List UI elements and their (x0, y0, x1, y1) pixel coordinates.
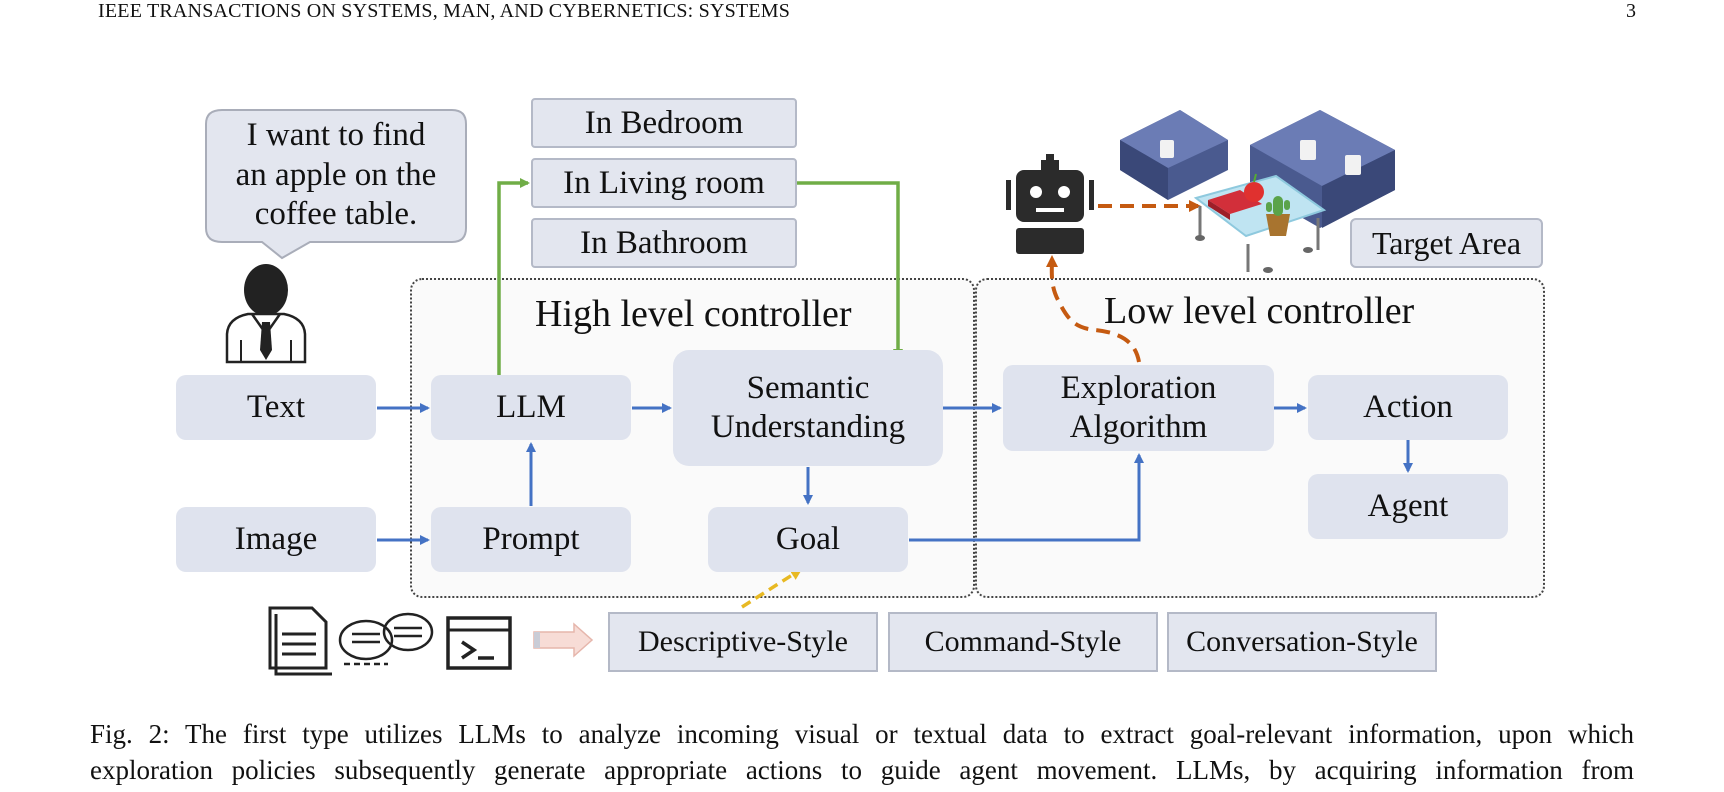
command-style-box: Command-Style (888, 612, 1158, 672)
arrow-llm-to-living-room (497, 178, 530, 376)
goal-node: Goal (708, 507, 908, 572)
speech-bubble-text: I want to find an apple on the coffee ta… (235, 117, 437, 233)
conversation-style-box: Conversation-Style (1167, 612, 1437, 672)
target-area-label: Target Area (1350, 218, 1543, 268)
running-header: IEEE TRANSACTIONS ON SYSTEMS, MAN, AND C… (98, 0, 791, 22)
semantic-understanding-node: Semantic Understanding (673, 350, 943, 466)
sofa-icon (1120, 110, 1228, 200)
hollow-arrow-icon (533, 622, 594, 658)
action-node: Action (1308, 375, 1508, 440)
descriptive-style-box: Descriptive-Style (608, 612, 878, 672)
agent-node: Agent (1308, 474, 1508, 539)
apple-icon (1244, 173, 1264, 202)
high-level-controller-title: High level controller (535, 293, 852, 335)
low-level-controller-title: Low level controller (1104, 290, 1415, 332)
text-node: Text (176, 375, 376, 440)
room-bathroom: In Bathroom (531, 218, 797, 268)
cactus-icon (1266, 196, 1290, 236)
terminal-icon (446, 616, 512, 670)
arrow-style-to-goal (741, 568, 803, 609)
caption-line-2: exploration policies subsequently genera… (90, 755, 1634, 785)
arrow-goal-to-exploration (909, 453, 1144, 542)
sofa-icon (1250, 110, 1395, 228)
room-living-room: In Living room (531, 158, 797, 208)
image-node: Image (176, 507, 376, 572)
chat-bubbles-icon (338, 612, 434, 666)
room-bedroom: In Bedroom (531, 98, 797, 148)
llm-node: LLM (431, 375, 631, 440)
path-exploration-to-robot (1045, 255, 1141, 363)
page-number: 3 (1626, 0, 1636, 22)
document-icon (268, 606, 332, 676)
caption-line-1: Fig. 2: The first type utilizes LLMs to … (90, 719, 1634, 749)
exploration-algorithm-node: Exploration Algorithm (1003, 365, 1274, 451)
figure-caption: Fig. 2: The first type utilizes LLMs to … (90, 716, 1634, 788)
prompt-node: Prompt (431, 507, 631, 572)
arrow-living-room-to-semantic (797, 181, 903, 359)
